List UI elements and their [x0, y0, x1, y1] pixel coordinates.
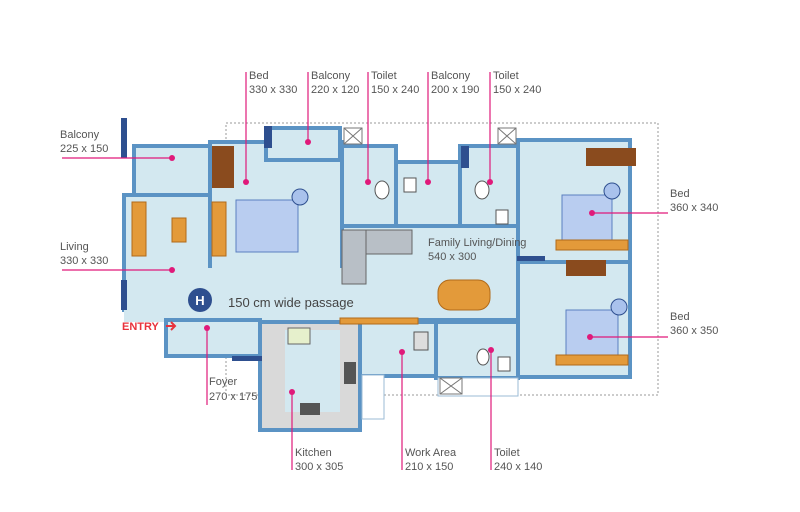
washbasin-icon	[497, 356, 511, 372]
toilet-icon	[374, 180, 390, 200]
label-work-name: Work Area	[405, 447, 457, 459]
label-family-name: Family Living/Dining	[428, 237, 526, 249]
label-toilet2-size: 150 x 240	[493, 84, 541, 96]
wall-accent	[121, 118, 127, 158]
side-table-icon	[555, 354, 629, 366]
wall-accent	[232, 356, 262, 361]
label-bed3-name: Bed	[670, 311, 690, 323]
label-toilet2-name: Toilet	[493, 70, 519, 82]
label-foyer-name: Foyer	[209, 376, 237, 388]
sink-icon	[300, 403, 320, 415]
console-icon	[339, 317, 419, 325]
wardrobe-icon	[586, 148, 636, 166]
room-balcony-top	[264, 126, 342, 162]
label-toilet1-name: Toilet	[371, 70, 397, 82]
label-kitchen-name: Kitchen	[295, 447, 332, 459]
room-labels: Balcony 225 x 150 Living 330 x 330 Bed 3…	[60, 70, 718, 473]
label-bed2-name: Bed	[670, 188, 690, 200]
label-living-name: Living	[60, 241, 89, 253]
wall-accent	[517, 256, 545, 261]
h-badge-icon	[188, 288, 212, 312]
room-foyer	[164, 318, 262, 358]
wall-accent	[461, 146, 469, 168]
entry-arrow-icon	[166, 321, 177, 331]
room-toilet-1	[340, 144, 398, 228]
label-balcony-top-size: 220 x 120	[311, 84, 359, 96]
label-balcony-top-name: Balcony	[311, 70, 351, 82]
label-toilet3-size: 240 x 140	[494, 461, 542, 473]
lamp-icon	[603, 182, 621, 200]
passage-label: 150 cm wide passage	[228, 295, 354, 310]
label-balcony-left-size: 225 x 150	[60, 143, 108, 155]
sofa-icon	[341, 229, 367, 285]
sofa-icon	[131, 201, 147, 257]
label-foyer-size: 270 x 175	[209, 391, 257, 403]
fridge-icon	[287, 327, 311, 345]
shaft-icon	[343, 127, 517, 395]
room-balcony-left	[132, 144, 214, 197]
toilet-icon	[476, 348, 490, 366]
furniture	[131, 146, 636, 415]
bed-icon	[561, 194, 613, 248]
wall-accent	[264, 126, 272, 148]
label-balcony-mid-name: Balcony	[431, 70, 471, 82]
h-badge-label: H	[195, 293, 204, 308]
label-bed1-size: 330 x 330	[249, 84, 297, 96]
label-bed3-size: 360 x 350	[670, 325, 718, 337]
dining-table-icon	[437, 279, 491, 311]
wardrobe-icon	[212, 146, 234, 188]
label-bed2-size: 360 x 340	[670, 202, 718, 214]
rooms	[122, 126, 632, 432]
label-living-size: 330 x 330	[60, 255, 108, 267]
sofa-icon	[211, 201, 227, 257]
label-balcony-mid-size: 200 x 190	[431, 84, 479, 96]
duct	[361, 374, 385, 420]
toilet-icon	[474, 180, 490, 200]
wall-accent	[121, 280, 127, 310]
label-family-size: 540 x 300	[428, 251, 476, 263]
label-toilet1-size: 150 x 240	[371, 84, 419, 96]
label-toilet3-name: Toilet	[494, 447, 520, 459]
label-kitchen-size: 300 x 305	[295, 461, 343, 473]
stove-icon	[344, 362, 356, 384]
washing-machine-icon	[413, 331, 429, 351]
label-bed1-name: Bed	[249, 70, 269, 82]
washbasin-icon	[403, 177, 417, 193]
lamp-icon	[291, 188, 309, 206]
wardrobe-icon	[566, 260, 606, 276]
coffee-table-icon	[171, 217, 187, 243]
lamp-icon	[610, 298, 628, 316]
label-work-size: 210 x 150	[405, 461, 453, 473]
bed-icon	[235, 199, 299, 253]
label-balcony-left-name: Balcony	[60, 129, 100, 141]
entry-label: ENTRY	[122, 321, 160, 333]
leaders	[62, 72, 668, 470]
washbasin-icon	[495, 209, 509, 225]
room-toilet-3	[434, 320, 520, 380]
side-table-icon	[555, 239, 629, 251]
